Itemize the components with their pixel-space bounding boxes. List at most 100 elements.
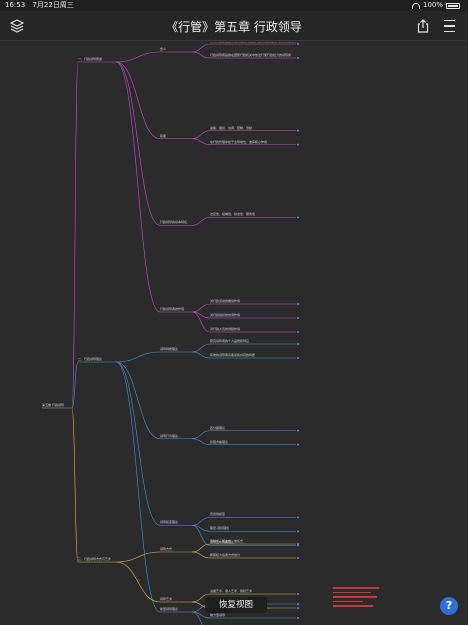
mindmap-canvas[interactable]: 第五章 行政领导 一、行政领导概述 含义 领导者是依法处于某种职务岗位上、拥有法定权力… <box>0 42 468 625</box>
node-connector <box>297 303 299 305</box>
page-title: 《行管》第五章 行政领导 <box>166 20 302 34</box>
child-link <box>115 361 161 439</box>
child-node[interactable]: 领导行为理论 <box>160 433 179 438</box>
node-connector <box>297 516 299 519</box>
child-node[interactable]: 含义 <box>160 47 167 51</box>
app-header: 《行管》第五章 行政领导 <box>0 11 468 41</box>
node-connector <box>297 357 299 359</box>
help-button[interactable]: ? <box>440 597 458 615</box>
node-connector <box>297 331 299 333</box>
detail-link <box>191 430 211 439</box>
child-node[interactable]: 领导特质理论 <box>160 347 179 351</box>
detail-node[interactable]: 领导者是依法处于某种职务岗位上、拥有法定权力，负有特定领导责任的人员 <box>210 42 298 43</box>
detail-node[interactable]: 按照权力运用方式划分 <box>210 553 241 557</box>
node-connector <box>297 607 299 609</box>
section-node[interactable]: 一、行政领导概述 <box>78 57 103 61</box>
detail-node[interactable]: 领导生命周期理论 <box>210 540 235 545</box>
detail-link <box>191 543 211 553</box>
node-connector <box>297 129 299 132</box>
detail-node[interactable]: 专制式、民主式、放任式 <box>210 539 244 543</box>
detail-node[interactable]: 魅力型领导 <box>210 613 226 617</box>
child-node[interactable]: 职能 <box>160 133 167 138</box>
node-connector <box>297 603 299 605</box>
child-link <box>115 61 161 139</box>
detail-node[interactable]: 路径-目标理论 <box>210 526 230 531</box>
detail-link <box>191 611 203 625</box>
node-connector <box>297 593 299 595</box>
share-icon-graphic <box>417 19 429 33</box>
node-connector <box>297 43 299 45</box>
detail-node[interactable]: 行政领导者是指在国家行政机关中依法行使行政权力的领导者 <box>210 53 292 57</box>
detail-link <box>191 138 211 145</box>
detail-link <box>191 525 211 546</box>
detail-node[interactable]: 对行政人员的激励作用 <box>210 327 241 331</box>
detail-node[interactable]: 管理方格理论 <box>210 439 229 444</box>
detail-link <box>191 517 211 526</box>
annotation-mark <box>333 584 383 618</box>
child-link <box>115 361 161 526</box>
node-connector <box>297 429 299 432</box>
detail-link <box>191 51 211 59</box>
child-node[interactable]: 行政领导的基本特征 <box>160 220 188 225</box>
child-link <box>115 561 161 603</box>
restore-view-button[interactable]: 恢复视图 <box>205 597 267 613</box>
child-link <box>115 61 161 313</box>
section-link <box>71 61 79 409</box>
child-link <box>115 61 161 226</box>
status-bar: 16:53 7月22日周三 100% <box>0 0 468 11</box>
detail-link <box>191 130 211 139</box>
detail-node[interactable]: 研究领导者的个人品质和特征 <box>210 339 250 343</box>
detail-node[interactable]: 法定性、权威性、综合性、服务性 <box>210 212 256 217</box>
child-node[interactable]: 领导方式 <box>160 547 173 551</box>
battery-icon <box>446 2 460 9</box>
detail-link <box>191 43 211 53</box>
node-connector <box>297 343 299 345</box>
node-connector <box>297 617 299 619</box>
node-connector <box>297 143 299 146</box>
detail-node[interactable]: 决策艺术、用人艺术、授权艺术 <box>210 589 253 593</box>
section-node[interactable]: 二、行政领导理论 <box>78 357 103 361</box>
detail-node[interactable]: 费德勒模型 <box>210 512 226 517</box>
child-node[interactable]: 领导艺术 <box>160 597 173 601</box>
node-connector <box>297 543 299 545</box>
child-link <box>115 351 161 363</box>
node-connector <box>297 557 299 559</box>
menu-icon[interactable] <box>440 17 458 35</box>
node-connector <box>297 443 299 446</box>
child-node[interactable]: 领导权变理论 <box>160 520 179 525</box>
detail-node[interactable]: 对行政组织的协调作用 <box>210 313 241 317</box>
detail-link <box>191 551 211 559</box>
child-link <box>115 551 161 563</box>
detail-node[interactable]: 对行政活动的推动作用 <box>210 299 241 303</box>
battery-percent: 100% <box>422 1 443 9</box>
status-time: 16:53 <box>5 1 26 9</box>
detail-link <box>191 343 211 353</box>
detail-link <box>191 351 211 359</box>
mindmap-links <box>42 43 299 625</box>
node-connector <box>297 57 299 59</box>
child-node[interactable]: 行政领导者的作用 <box>160 307 185 311</box>
section-link <box>71 407 79 563</box>
root-node[interactable]: 第五章 行政领导 <box>42 403 64 407</box>
detail-link <box>191 303 211 313</box>
child-link <box>115 51 161 63</box>
node-connector <box>297 317 299 319</box>
node-connector <box>297 530 299 533</box>
detail-link <box>191 438 211 445</box>
layers-icon[interactable] <box>8 17 26 35</box>
detail-node[interactable]: 决策、组织、协调、控制、激励 <box>210 125 253 130</box>
section-link <box>71 361 79 409</box>
share-icon[interactable] <box>414 17 432 35</box>
detail-link <box>191 311 211 333</box>
wifi-icon <box>411 2 420 9</box>
status-date: 7月22日周三 <box>32 1 74 9</box>
section-node[interactable]: 三、行政领导方式与艺术 <box>78 557 112 561</box>
detail-node[interactable]: 有效的领导者具备某些共同的特质 <box>210 353 256 357</box>
detail-node[interactable]: 四分图理论 <box>210 425 226 430</box>
child-node[interactable]: 新型领导理论 <box>160 607 179 611</box>
detail-link <box>191 593 211 603</box>
detail-node[interactable]: 在行政管理中处于主导地位，发挥核心作用 <box>210 139 268 144</box>
detail-link <box>191 217 211 226</box>
node-connector <box>297 216 299 219</box>
